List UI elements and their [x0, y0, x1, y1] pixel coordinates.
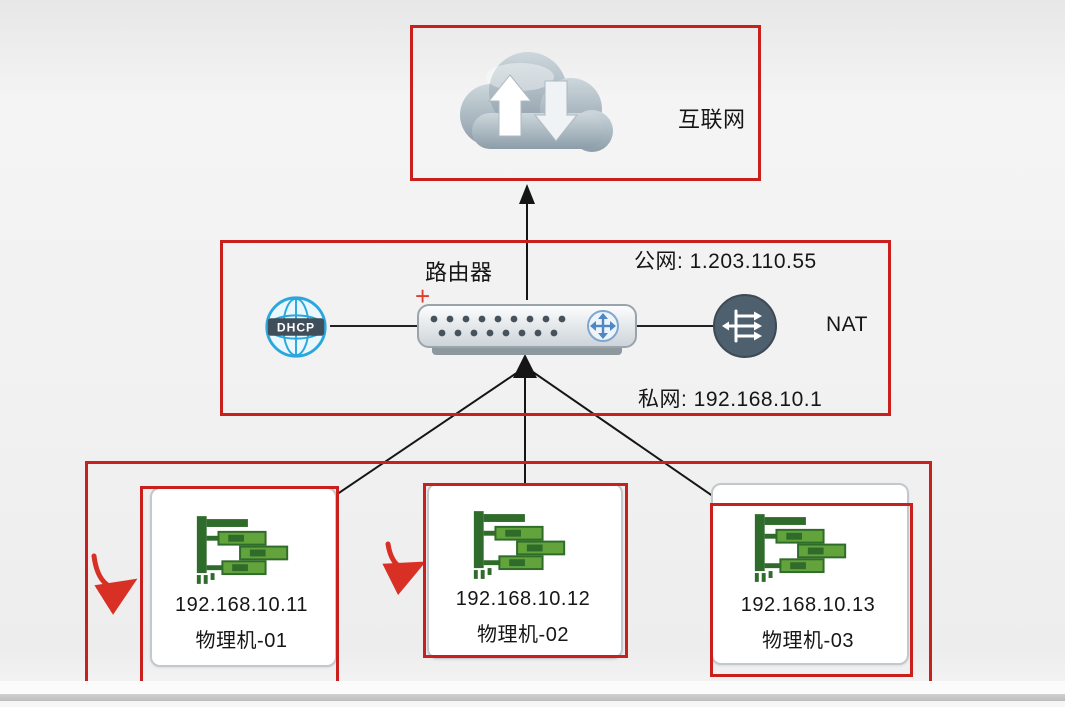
- dhcp-globe-icon: DHCP: [265, 296, 327, 358]
- machine1-nic-icon: [196, 516, 289, 584]
- machine3-name: 物理机-03: [762, 630, 854, 652]
- router-label: 路由器: [425, 260, 493, 285]
- router-highlight-box: [220, 240, 891, 416]
- public-ip-label: 公网: 1.203.110.55: [634, 250, 817, 273]
- nat-label: NAT: [826, 313, 868, 336]
- dhcp-label: DHCP: [277, 320, 315, 334]
- bottom-white-strip: [0, 681, 1065, 694]
- machine3-highlight-box: [710, 503, 913, 677]
- internet-highlight-box: [410, 25, 761, 181]
- internet-cloud-icon: [460, 52, 613, 152]
- nat-switch-icon: [713, 294, 777, 358]
- machine2-ip: 192.168.10.12: [455, 588, 591, 610]
- bottom-gray-bar: [0, 694, 1065, 701]
- machine2-card: [427, 483, 623, 659]
- internet-label: 互联网: [678, 107, 746, 132]
- machine2-highlight-box: [423, 483, 628, 658]
- machine1-name: 物理机-01: [195, 630, 288, 652]
- machine2-name: 物理机-02: [477, 624, 569, 646]
- router-device-icon: [417, 304, 637, 355]
- machine3-ip: 192.168.10.13: [740, 594, 876, 616]
- machine1-ip: 192.168.10.11: [175, 594, 308, 616]
- machine2-nic-icon: [473, 511, 566, 579]
- plus-annotation: +: [415, 281, 431, 311]
- machine3-nic-icon: [754, 514, 847, 582]
- bottom-foot-strip: [0, 701, 1065, 707]
- private-ip-label: 私网: 192.168.10.1: [638, 388, 823, 411]
- machine1-card: [150, 487, 337, 667]
